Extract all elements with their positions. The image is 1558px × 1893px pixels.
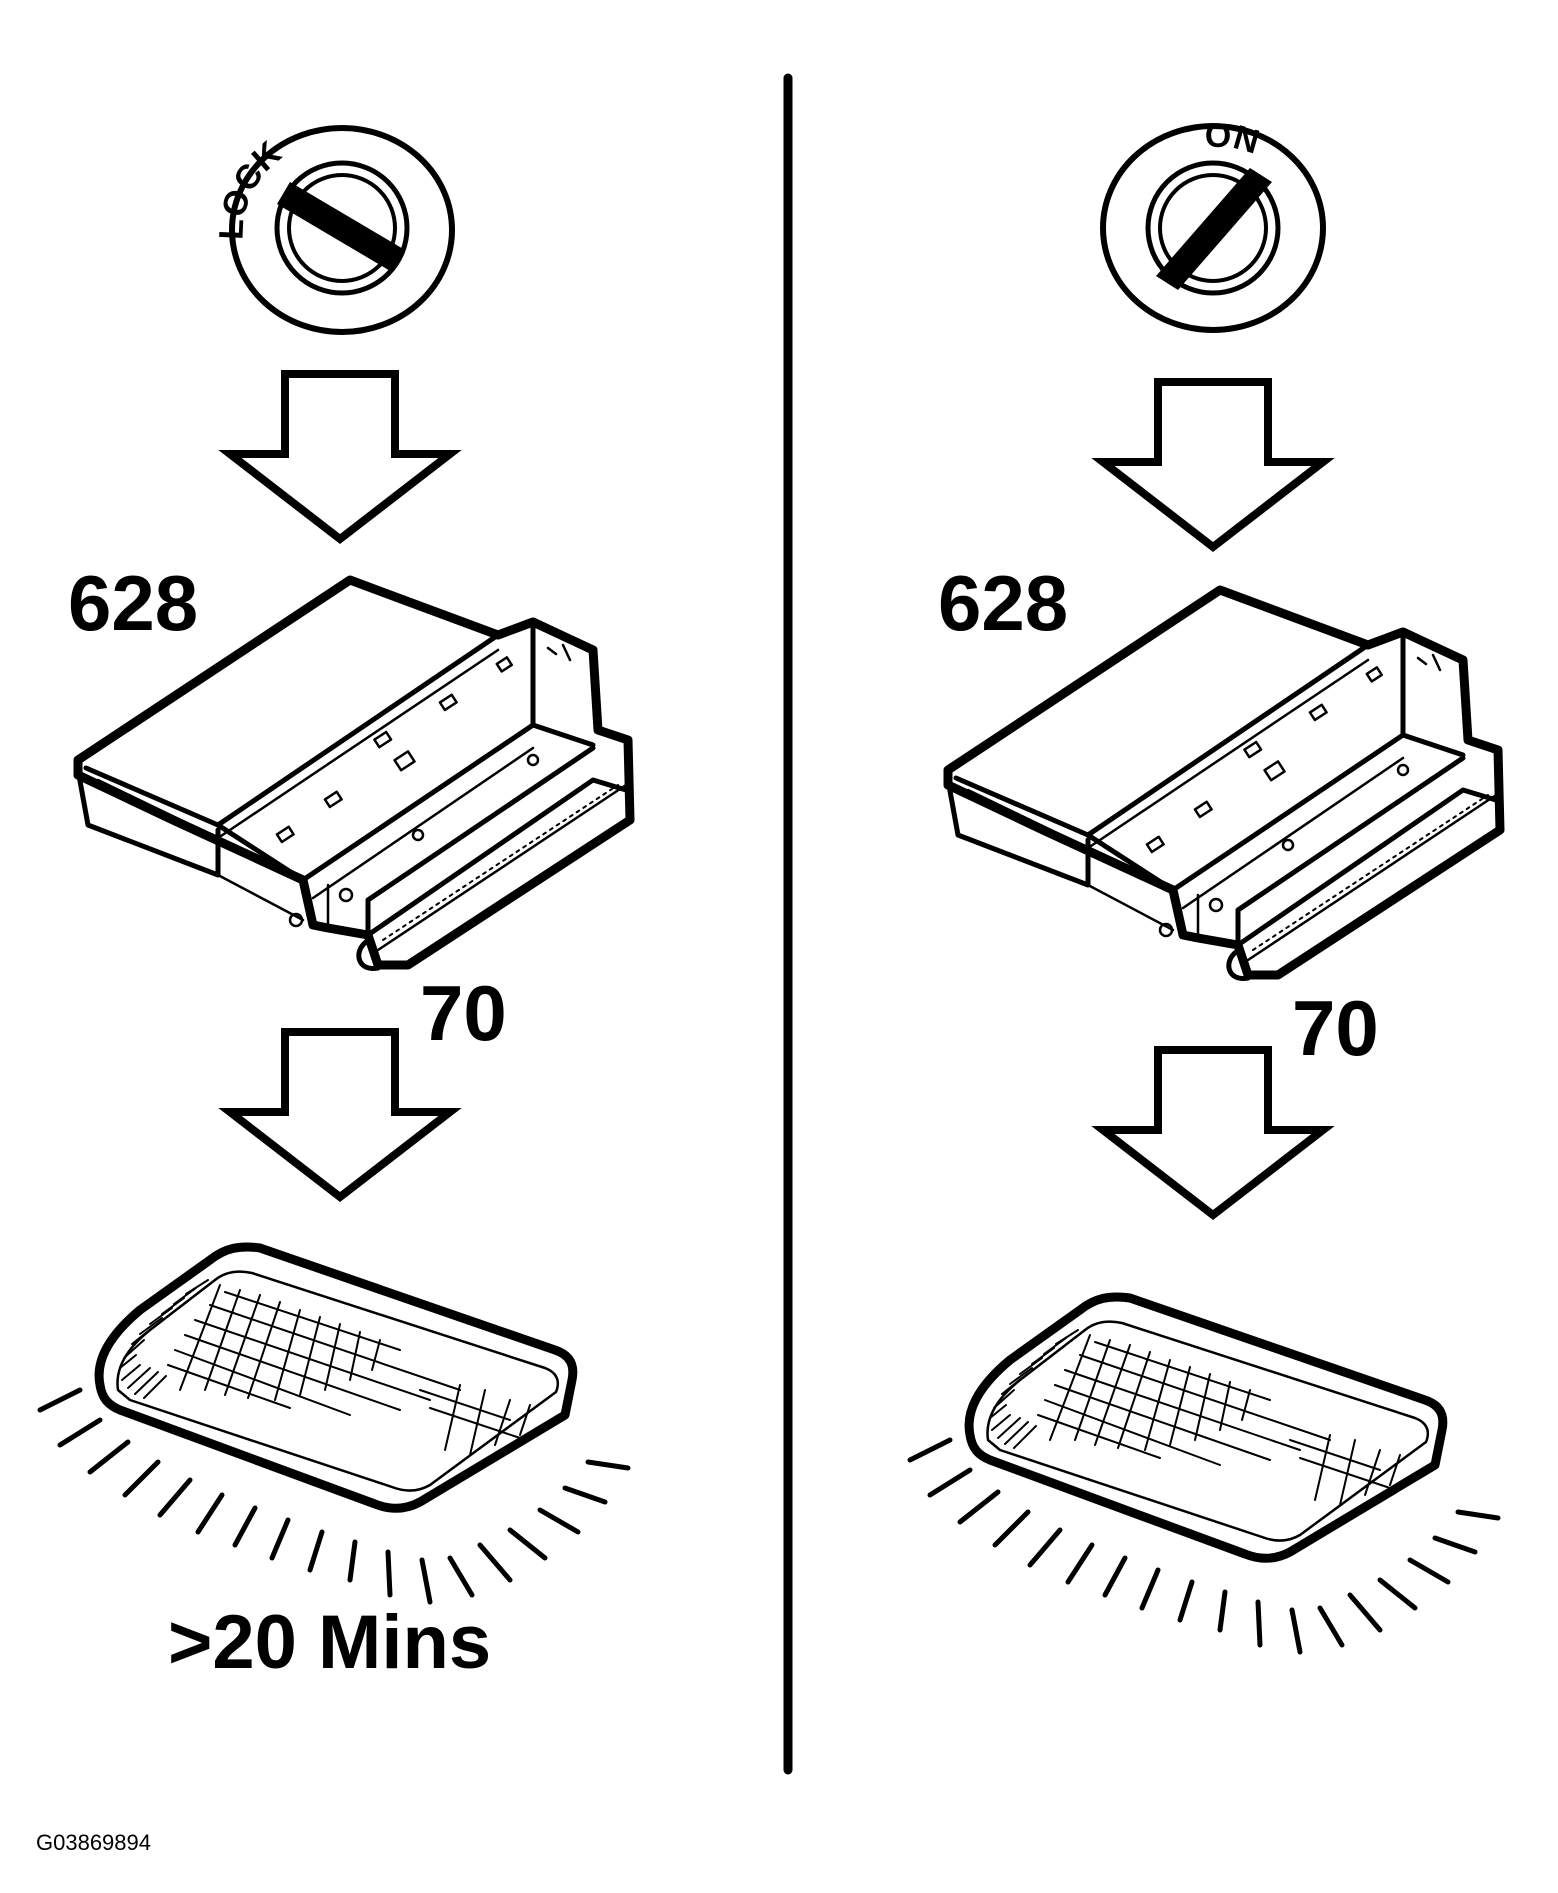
figure-id: G03869894 bbox=[36, 1830, 151, 1855]
connector-label: 70 bbox=[1292, 984, 1379, 1072]
left-panel: LOCK 628 70 >20 Mins bbox=[40, 125, 630, 1685]
module-label: 628 bbox=[68, 559, 198, 647]
down-arrow-icon bbox=[1103, 382, 1323, 547]
down-arrow-icon bbox=[230, 1032, 450, 1197]
interior-lamp-icon bbox=[40, 1247, 628, 1602]
down-arrow-icon bbox=[1103, 1050, 1323, 1215]
ignition-on-icon: ON bbox=[1100, 117, 1326, 333]
ignition-lock-icon: LOCK bbox=[212, 125, 455, 335]
interior-lamp-icon bbox=[910, 1297, 1498, 1652]
key-position-label: ON bbox=[1205, 117, 1264, 162]
duration-label: >20 Mins bbox=[168, 1600, 491, 1685]
right-panel: ON 628 70 bbox=[910, 117, 1500, 1652]
module-label: 628 bbox=[938, 559, 1068, 647]
control-module-icon bbox=[948, 590, 1500, 979]
down-arrow-icon bbox=[230, 374, 450, 539]
connector-label: 70 bbox=[420, 969, 507, 1057]
